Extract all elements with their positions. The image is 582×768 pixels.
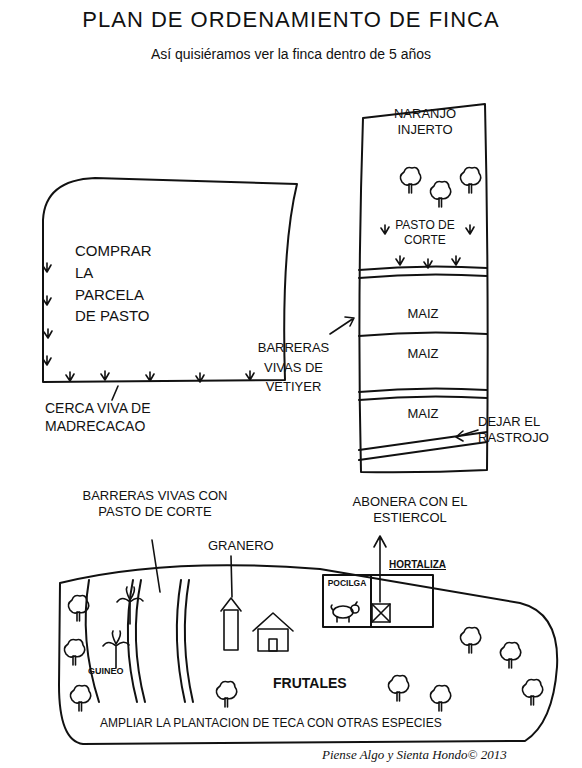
- diagram-title: PLAN DE ORDENAMIENTO DE FINCA: [0, 6, 582, 34]
- border-note: AMPLIAR LA PLANTACION DE TECA CON OTRAS …: [100, 716, 530, 731]
- node-outline: [359, 390, 487, 472]
- outline-path: [359, 104, 487, 472]
- grass-tuft: [396, 256, 404, 265]
- outline-path: [359, 388, 487, 460]
- callout-label: DEJAR EL RASTROJO: [478, 414, 573, 447]
- grass-tuft: [381, 225, 389, 234]
- outline-path: [59, 565, 557, 744]
- banana-plant: [103, 631, 129, 668]
- silo-roof: [221, 598, 241, 611]
- fruit-tree: [388, 676, 408, 702]
- pig-head: [351, 605, 359, 613]
- teak-tree: [64, 640, 84, 666]
- orange-tree: [400, 168, 420, 194]
- grass-tuft: [44, 329, 52, 338]
- node-text: POCILGA: [324, 578, 370, 589]
- node-text: NARANJO INJERTO: [383, 106, 467, 139]
- node-text: PASTO DE CORTE: [383, 218, 467, 248]
- grass-tuft: [452, 256, 460, 265]
- grass-tuft: [43, 356, 51, 365]
- callout-label: ABONERA CON EL ESTIERCOL: [340, 494, 480, 527]
- outline-path: [86, 580, 193, 702]
- node-outline: [359, 268, 487, 332]
- house-roof: [253, 613, 293, 631]
- teak-tree: [522, 680, 542, 706]
- leader-line: [231, 556, 232, 597]
- leader-line: [152, 540, 160, 592]
- grass-tuft: [66, 372, 74, 381]
- node-text: MAIZ: [393, 346, 453, 362]
- compost-box: [372, 604, 390, 622]
- node-text: MAIZ: [393, 306, 453, 322]
- grass-tuft: [101, 371, 109, 380]
- watermark: Piense Algo y Sienta Hondo© 2013: [322, 747, 577, 763]
- vegetable-box: HORTALIZA: [371, 559, 455, 629]
- outline-path: [371, 575, 433, 627]
- corn-band: MAIZ: [359, 332, 487, 390]
- outline-path: [359, 266, 487, 278]
- node-text: HORTALIZA: [389, 559, 457, 572]
- grass-tuft: [246, 371, 254, 380]
- land-parcel: COMPRAR LA PARCELA DE PASTO: [35, 170, 300, 390]
- banana-band: GUINEO: [85, 580, 205, 705]
- house-door: [269, 639, 277, 651]
- grass-tuft: [43, 263, 51, 272]
- silo-symbol: [224, 610, 238, 650]
- orange-tree: [430, 182, 450, 208]
- diagram-subtitle: Así quisiéramos ver la finca dentro de 5…: [0, 46, 582, 64]
- callout-label: CERCA VIVA DE MADRECACAO: [45, 400, 210, 435]
- node-text: COMPRAR LA PARCELA DE PASTO: [75, 240, 157, 327]
- compost-cross: [372, 604, 390, 622]
- callout-label: BARRERAS VIVAS DE VETIYER: [256, 338, 331, 397]
- callout-label: GRANERO: [208, 538, 288, 554]
- grass-tuft: [43, 296, 51, 305]
- teak-tree: [500, 643, 520, 669]
- node-text: FRUTALES: [273, 675, 383, 693]
- crop-strip: NARANJO INJERTO PASTO DE CORTE MAIZ MAIZ MAI…: [355, 100, 495, 475]
- outline-path: [359, 332, 487, 336]
- node-text: GUINEO: [88, 666, 138, 677]
- fruit-tree: [216, 682, 236, 708]
- leader-arrow: [330, 317, 354, 334]
- pig-symbol: [333, 606, 353, 618]
- node-text: MAIZ: [393, 406, 453, 422]
- callout-label: BARRERAS VIVAS CON PASTO DE CORTE: [80, 488, 230, 521]
- leader-line: [112, 386, 118, 400]
- node-outline: [85, 580, 205, 705]
- pigsty-box: POCILGA: [323, 575, 371, 627]
- grass-tuft: [466, 225, 474, 234]
- outline-path: [323, 575, 371, 627]
- teak-tree: [460, 628, 480, 654]
- house-symbol: [258, 629, 288, 651]
- compost-arrow: [374, 536, 386, 602]
- corn-band: MAIZ: [359, 268, 487, 332]
- teak-tree: [70, 686, 90, 712]
- corn-band: MAIZ: [359, 390, 487, 472]
- orange-tree: [460, 168, 480, 194]
- grass-tuft: [146, 372, 154, 381]
- node-outline: [35, 170, 300, 390]
- teak-tree: [430, 686, 450, 712]
- pig-legs: [331, 602, 357, 622]
